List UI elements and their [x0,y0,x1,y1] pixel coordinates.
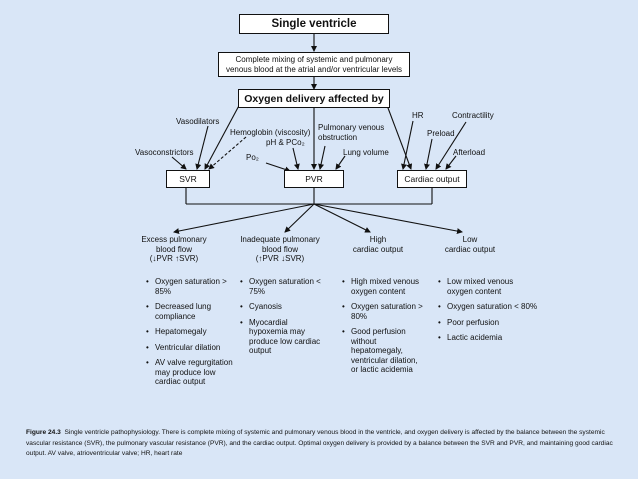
outcome-high-heading: High cardiac output [340,235,416,254]
outcome-inadequate-heading: Inadequate pulmonary blood flow (↑PVR ↓S… [232,235,328,264]
label-vasoconstrictors: Vasoconstrictors [135,148,194,157]
outcome-low-heading: Low cardiac output [432,235,508,254]
outcome-inadequate-line-2: blood flow [261,244,299,254]
label-hemoglobin: Hemoglobin (viscosity) [230,128,311,137]
outcome-inadequate-line-3: (↑PVR ↓SVR) [255,254,305,263]
arrow-to-low [313,203,463,235]
outcome-high-line-1: High [369,235,387,244]
list-item: Poor perfusion [438,318,538,328]
list-item: Cyanosis [240,302,326,312]
outcome-high-line-2: cardiac output [352,244,404,254]
list-item: Oxygen saturation < 80% [438,302,538,312]
list-item: Hepatomegaly [146,327,234,337]
outcome-excess-line-3: (↓PVR ↑SVR) [149,254,199,263]
svr-box: SVR [166,170,210,188]
list-item: Ventricular dilation [146,343,234,353]
outcome-excess-line-2: blood flow [155,244,193,254]
list-item: Low mixed venous oxygen content [438,277,538,296]
arrow-afterload [445,155,457,170]
cardiac-output-box: Cardiac output [397,170,467,188]
oxygen-delivery-label: Oxygen delivery affected by [244,92,384,105]
outcome-low-line-1: Low [462,235,478,244]
label-vasodilators: Vasodilators [176,117,220,126]
mixing-box: Complete mixing of systemic and pulmonar… [218,52,410,77]
outcome-excess-line-1: Excess pulmonary [141,235,207,244]
arrow-ph-pco2 [292,147,300,170]
oxygen-delivery-box: Oxygen delivery affected by [238,89,390,108]
mixing-label: Complete mixing of systemic and pulmonar… [225,54,403,74]
outcome-high-list: High mixed venous oxygen content Oxygen … [342,277,426,381]
arrow-vasodilators [195,125,209,170]
arrow-preload [424,138,433,170]
label-lung-volume: Lung volume [343,148,389,157]
single-ventricle-box: Single ventricle [239,14,389,34]
arrow-hr [401,120,414,170]
list-item: Oxygen saturation > 80% [342,302,426,321]
label-pulmonary-venous-1: Pulmonary venous [318,123,385,132]
list-item: Good perfusion without hepatomegaly, ven… [342,327,426,375]
label-preload: Preload [427,129,455,138]
caption-label: Figure 24.3 [26,429,61,436]
pvr-box: PVR [284,170,344,188]
outcome-excess-heading: Excess pulmonary blood flow (↓PVR ↑SVR) [130,235,218,264]
list-item: Oxygen saturation < 75% [240,277,326,296]
outcome-low-line-2: cardiac output [444,244,496,254]
arrow-to-excess [173,203,315,234]
list-item: AV valve regurgitation may produce low c… [146,358,234,387]
label-hr: HR [412,111,424,120]
arrow-pulmonary-venous [318,145,326,170]
arrow-lung-volume [335,155,346,170]
caption-text: Single ventricle pathophysiology. There … [26,429,613,457]
list-item: Oxygen saturation > 85% [146,277,234,296]
arrow-to-high [313,203,371,233]
arrow-to-inadequate [284,203,315,233]
single-ventricle-label: Single ventricle [271,18,357,30]
list-item: Myocardial hypoxemia may produce low car… [240,318,326,356]
list-item: Decreased lung compliance [146,302,234,321]
label-po2: Po₂ [246,153,259,162]
label-ph-pco2: pH & PCo₂ [266,138,305,147]
label-afterload: Afterload [453,148,486,157]
arrow-hemoglobin [208,136,247,170]
list-item: Lactic acidemia [438,333,538,343]
label-contractility: Contractility [452,111,494,120]
arrow-contractility [435,121,467,170]
outcome-low-list: Low mixed venous oxygen content Oxygen s… [438,277,538,349]
cardiac-output-label: Cardiac output [404,174,460,184]
outcome-inadequate-line-1: Inadequate pulmonary [240,235,320,244]
label-pulmonary-venous-2: obstruction [318,133,358,142]
arrow-oxygen-to-cardiac [384,99,413,170]
outcome-inadequate-list: Oxygen saturation < 75% Cyanosis Myocard… [240,277,326,362]
pvr-label: PVR [305,174,323,184]
figure-caption: Figure 24.3 Single ventricle pathophysio… [26,428,616,460]
arrow-po2 [265,162,291,173]
list-item: High mixed venous oxygen content [342,277,426,296]
outcome-excess-list: Oxygen saturation > 85% Decreased lung c… [146,277,234,393]
arrow-vasoconstrictors [171,156,187,170]
svr-label: SVR [179,174,197,184]
arrow-oxygen-to-svr [204,99,243,170]
